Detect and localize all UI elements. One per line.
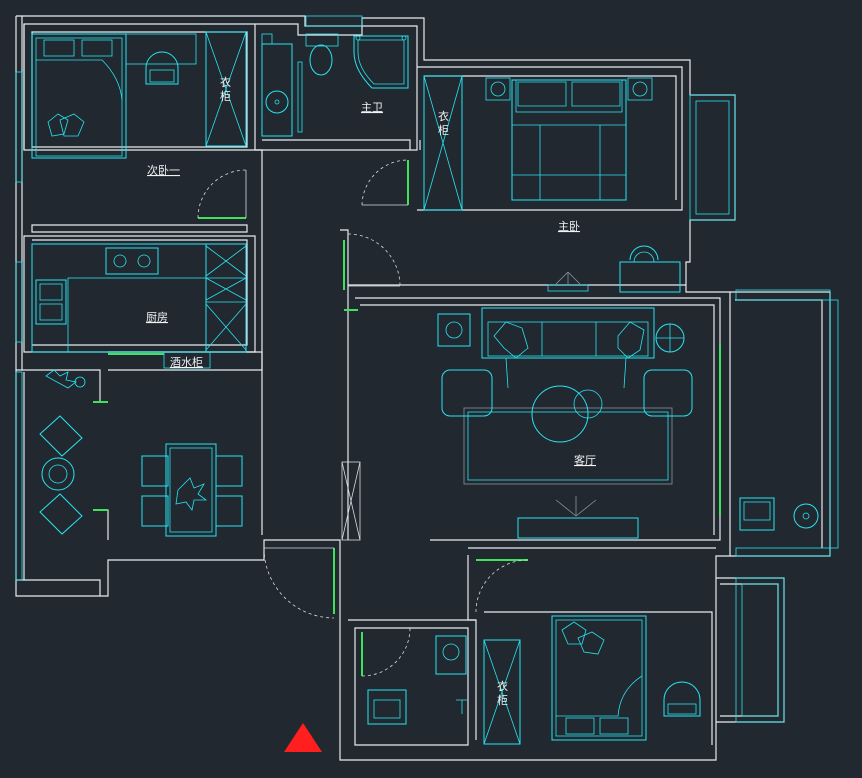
door-swings bbox=[197, 159, 529, 677]
dining-furniture bbox=[39, 369, 243, 537]
north-marker-icon bbox=[284, 723, 322, 752]
living-room-furniture bbox=[341, 307, 819, 541]
label-wardrobe-b1: 衣 bbox=[438, 109, 449, 123]
label-wardrobe-a1: 衣 bbox=[220, 75, 231, 89]
label-master-bedroom: 主卧 bbox=[558, 220, 580, 233]
label-kitchen: 厨房 bbox=[146, 311, 168, 324]
label-wine-cabinet: 酒水柜 bbox=[170, 356, 203, 369]
master-bedroom-furniture bbox=[423, 75, 681, 293]
kitchen-furniture bbox=[31, 243, 247, 369]
label-wardrobe-c2: 柜 bbox=[497, 694, 508, 707]
label-second-bedroom: 次卧一 bbox=[147, 163, 180, 177]
label-living-room: 客厅 bbox=[574, 453, 596, 467]
label-wardrobe-a2: 柜 bbox=[220, 90, 231, 103]
label-wardrobe-b2: 柜 bbox=[438, 124, 449, 137]
label-master-bath: 主卫 bbox=[361, 101, 383, 114]
walls bbox=[15, 15, 831, 761]
room-labels: 次卧一 主卫 主卧 厨房 酒水柜 客厅 衣 柜 衣 柜 衣 柜 bbox=[146, 75, 596, 707]
lower-rooms-furniture bbox=[367, 615, 701, 745]
label-wardrobe-c1: 衣 bbox=[497, 679, 508, 693]
second-bedroom-furniture bbox=[31, 31, 247, 159]
window-marks bbox=[15, 15, 839, 723]
master-bath-furniture bbox=[261, 33, 409, 137]
